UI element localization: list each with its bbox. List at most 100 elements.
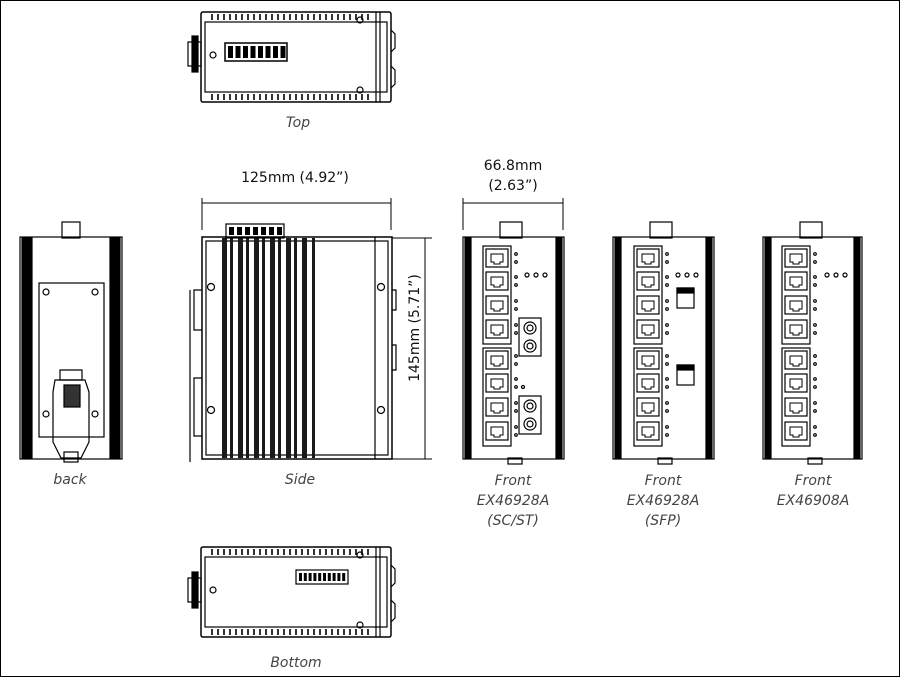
- rj45-port: [784, 373, 808, 393]
- front-view-copper: [762, 221, 863, 465]
- port-led: [813, 307, 817, 311]
- dip-switch: [342, 573, 346, 581]
- port-led: [514, 331, 518, 335]
- rj45-socket: [641, 402, 655, 414]
- port-led: [665, 433, 669, 437]
- rj45-socket: [490, 378, 504, 390]
- terminal-pin: [235, 46, 241, 58]
- rj45-socket: [641, 378, 655, 390]
- port-led: [665, 331, 669, 335]
- heat-fin: [278, 238, 281, 458]
- rj45-port: [485, 350, 509, 370]
- heat-fin: [286, 238, 291, 458]
- port-led: [514, 252, 518, 256]
- rj45-port: [636, 421, 660, 441]
- port-led: [665, 385, 669, 389]
- rj45-port: [784, 350, 808, 370]
- heat-fin: [262, 238, 265, 458]
- dimension-depth: 125mm (4.92”): [241, 170, 349, 186]
- port-led: [813, 409, 817, 413]
- label-front-sc-st: Front EX46928A (SC/ST): [463, 471, 563, 531]
- rj45-socket: [490, 300, 504, 312]
- bottom-view: [187, 546, 396, 638]
- dip-switch: [327, 573, 331, 581]
- rj45-port: [485, 271, 509, 291]
- heat-fin: [312, 238, 315, 458]
- rj45-port: [636, 295, 660, 315]
- port-led: [813, 331, 817, 335]
- port-led: [514, 385, 518, 389]
- rj45-port: [784, 248, 808, 268]
- rj45-socket: [490, 426, 504, 438]
- port-led: [813, 425, 817, 429]
- rj45-socket: [641, 426, 655, 438]
- port-group: [633, 347, 663, 447]
- rj45-socket: [789, 378, 803, 390]
- rj45-port: [784, 271, 808, 291]
- port-led: [813, 385, 817, 389]
- terminal-pin: [258, 46, 263, 58]
- rj45-socket: [641, 324, 655, 336]
- port-led: [514, 401, 518, 405]
- heat-fin: [246, 238, 249, 458]
- dimension-width: 66.8mm (2.63”): [460, 156, 566, 196]
- rj45-port: [636, 248, 660, 268]
- rj45-socket: [789, 355, 803, 367]
- rj45-socket: [789, 402, 803, 414]
- port-led: [665, 354, 669, 358]
- port-led: [665, 275, 669, 279]
- rj45-socket: [490, 276, 504, 288]
- heat-fin: [302, 238, 307, 458]
- port-led: [813, 323, 817, 327]
- rj45-port: [784, 319, 808, 339]
- dip-switch: [303, 573, 307, 581]
- front-sc-st-line3: (SC/ST): [487, 513, 539, 529]
- label-front-sfp: Front EX46928A (SFP): [613, 471, 713, 531]
- terminal-pin: [245, 227, 250, 235]
- port-led: [813, 433, 817, 437]
- port-group: [781, 347, 811, 447]
- rj45-socket: [789, 276, 803, 288]
- rj45-port: [784, 397, 808, 417]
- rj45-socket: [789, 426, 803, 438]
- rj45-port: [784, 295, 808, 315]
- port-led: [665, 409, 669, 413]
- port-led: [665, 401, 669, 405]
- port-led: [665, 283, 669, 287]
- port-led: [813, 283, 817, 287]
- front-sc-st-line2: EX46928A: [476, 493, 550, 509]
- rj45-port: [636, 319, 660, 339]
- side-view: [189, 198, 432, 462]
- dimension-height: 145mm (5.71”): [407, 274, 423, 382]
- heat-fin: [230, 238, 233, 458]
- front-copper-line1: Front: [794, 473, 832, 489]
- terminal-pin: [265, 46, 271, 58]
- rj45-port: [636, 271, 660, 291]
- port-led: [514, 275, 518, 279]
- heat-fin: [254, 238, 259, 458]
- terminal-pin: [273, 46, 278, 58]
- port-led: [665, 307, 669, 311]
- rj45-port: [485, 397, 509, 417]
- heat-fin: [294, 238, 297, 458]
- port-group: [482, 245, 512, 345]
- terminal-block-top: [228, 46, 286, 58]
- dimension-width-line2: (2.63”): [488, 178, 538, 194]
- heat-fin: [238, 238, 243, 458]
- port-led: [514, 362, 518, 366]
- rj45-socket: [789, 253, 803, 265]
- heat-fin: [270, 238, 275, 458]
- terminal-pin: [243, 46, 248, 58]
- terminal-pin: [228, 46, 233, 58]
- port-led: [514, 377, 518, 381]
- rj45-socket: [490, 324, 504, 336]
- port-led: [665, 299, 669, 303]
- label-bottom: Bottom: [270, 655, 322, 671]
- port-led: [514, 260, 518, 264]
- port-led: [514, 425, 518, 429]
- rj45-socket: [789, 324, 803, 336]
- front-copper-line2: EX46908A: [776, 493, 850, 509]
- front-sfp-line1: Front: [644, 473, 682, 489]
- terminal-pin: [250, 46, 256, 58]
- top-view: [187, 11, 396, 103]
